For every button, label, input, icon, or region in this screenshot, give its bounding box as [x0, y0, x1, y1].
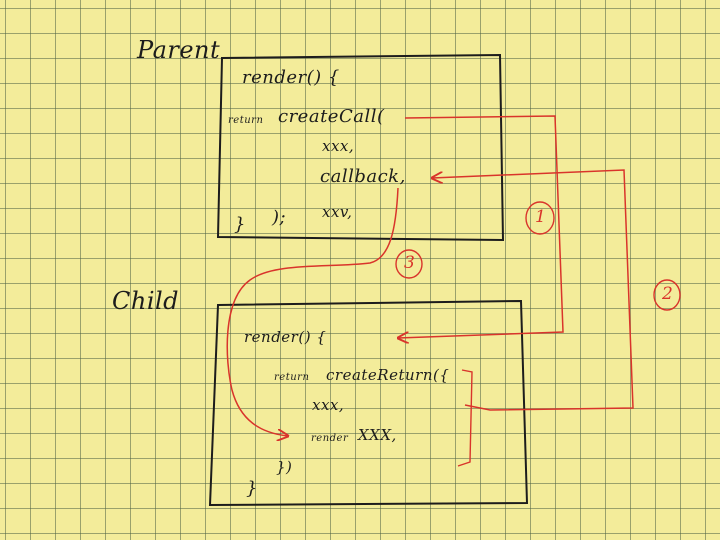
parent-return-keyword: return — [228, 115, 264, 126]
child-return-bracket — [457, 369, 473, 467]
child-label: Child — [112, 287, 180, 315]
arrow-3-callback-to-render-xxx — [226, 187, 399, 436]
step-3-circle — [395, 249, 423, 279]
child-box — [208, 299, 529, 507]
arrow-1-call-to-child-render — [398, 115, 564, 338]
child-arg-xxx: xxx, — [312, 396, 345, 414]
child-close-brace: } — [246, 478, 258, 499]
step-3-number: 3 — [404, 253, 415, 273]
parent-close-brace: } — [234, 214, 246, 235]
step-2-number: 2 — [662, 284, 673, 304]
child-return-keyword: return — [274, 372, 310, 383]
step-1-number: 1 — [535, 207, 546, 227]
child-render-open: render() { — [244, 328, 327, 346]
parent-close-paren: ); — [272, 207, 287, 228]
parent-arg-xxv: xxv, — [322, 203, 353, 221]
parent-create-call: createCall( — [278, 106, 385, 127]
parent-label: Parent — [137, 36, 221, 64]
child-arg-render-xxx: XXX, — [358, 426, 397, 444]
child-create-return: createReturn({ — [326, 366, 450, 384]
parent-arg-callback: callback, — [320, 166, 406, 187]
step-2-circle — [653, 279, 681, 311]
arrow-2-return-to-callback — [432, 169, 634, 411]
parent-arg-xxx: xxx, — [322, 137, 355, 155]
parent-box — [216, 53, 505, 242]
step-1-circle — [525, 201, 555, 235]
parent-render-open: render() { — [242, 67, 340, 88]
child-arg-render-prefix: render — [311, 433, 349, 444]
child-close-paren: }) — [276, 458, 293, 476]
